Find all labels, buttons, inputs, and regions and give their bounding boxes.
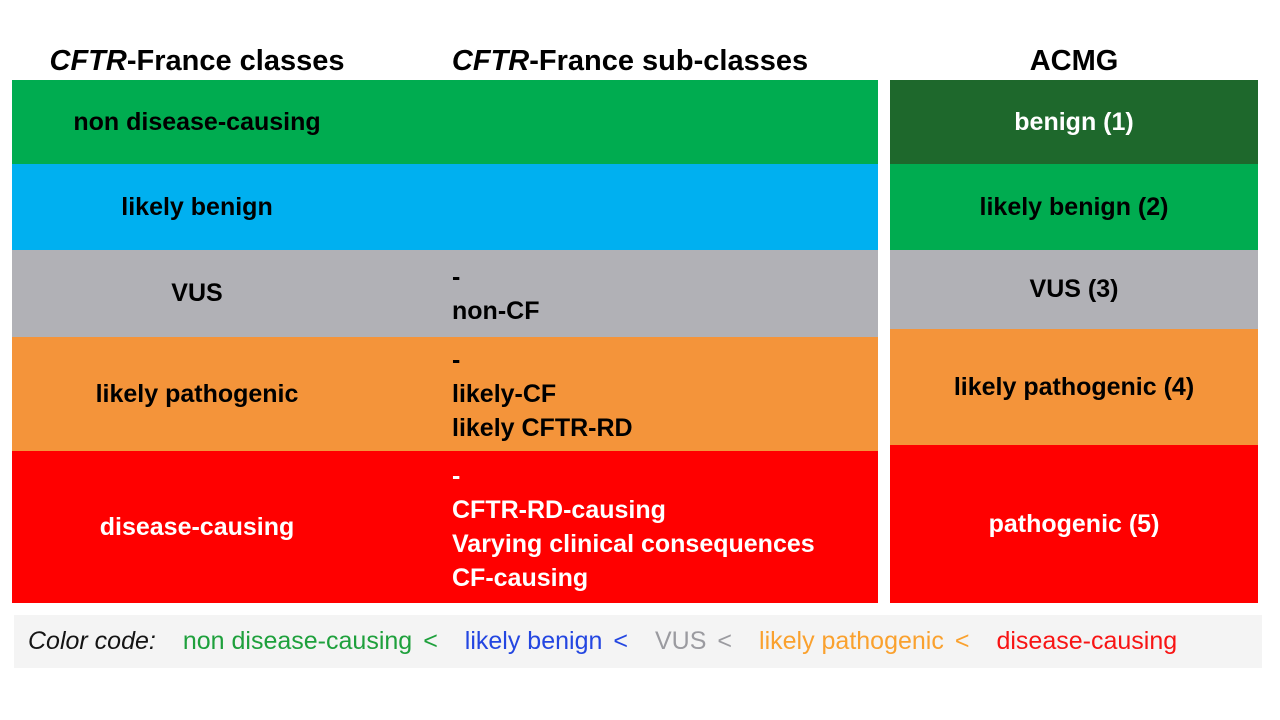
subclass-line: Varying clinical consequences [452, 530, 815, 558]
table-row-non-disease-causing: non disease-causing [12, 80, 878, 164]
legend-item-vus: VUS < [655, 627, 732, 656]
table-row-likely-benign: likely benign [12, 164, 878, 250]
legend-item-text: non disease-causing [182, 627, 413, 655]
subclass-line: CF-causing [452, 564, 589, 592]
table-row-likely-pathogenic: likely pathogenic - likely-CF likely CFT… [12, 337, 878, 451]
legend-item-text: VUS [655, 627, 707, 655]
subclass-cell: - likely-CF likely CFTR-RD [382, 337, 878, 451]
less-than-separator: < [423, 627, 438, 655]
legend-item-text: likely benign [464, 627, 603, 655]
subclass-cell [382, 164, 878, 250]
header-text: -France sub-classes [529, 44, 809, 77]
legend-item-non-disease-causing: non disease-causing < [183, 627, 438, 656]
cftr-france-table: non disease-causing likely benign VUS - … [12, 80, 878, 603]
column-header-cftr-france-classes: CFTR-France classes [12, 44, 382, 78]
legend-item-disease-causing: disease-causing [996, 627, 1177, 656]
subclass-line: non-CF [452, 296, 540, 325]
column-header-acmg: ACMG [1029, 44, 1119, 77]
subclass-line: CFTR-RD-causing [452, 496, 666, 524]
acmg-row-likely-benign: likely benign (2) [890, 164, 1258, 250]
acmg-row-pathogenic: pathogenic (5) [890, 445, 1258, 603]
acmg-row-benign: benign (1) [890, 80, 1258, 164]
legend-item-likely-pathogenic: likely pathogenic < [759, 627, 969, 656]
table-row-vus: VUS - non-CF [12, 250, 878, 337]
acmg-row-vus: VUS (3) [890, 250, 1258, 329]
legend-title: Color code: [28, 627, 156, 655]
less-than-separator: < [613, 627, 628, 655]
color-code-legend: Color code: non disease-causing < likely … [14, 615, 1262, 668]
less-than-separator: < [717, 627, 733, 655]
subclass-line: - [452, 262, 461, 291]
acmg-table: benign (1) likely benign (2) VUS (3) lik… [890, 80, 1258, 603]
less-than-separator: < [954, 627, 970, 655]
subclass-line: - [452, 346, 461, 374]
subclass-cell [382, 80, 878, 164]
column-header-cftr-france-sub-classes: CFTR-France sub-classes [382, 44, 878, 78]
class-label: disease-causing [99, 512, 295, 541]
legend-item-likely-benign: likely benign < [465, 627, 628, 656]
acmg-row-likely-pathogenic: likely pathogenic (4) [890, 329, 1258, 445]
subclass-cell: - non-CF [382, 250, 878, 337]
class-label: VUS [171, 279, 223, 307]
header-text: -France classes [126, 44, 345, 77]
subclass-cell: - CFTR-RD-causing Varying clinical conse… [382, 451, 878, 603]
class-label: likely pathogenic [95, 379, 299, 408]
table-row-disease-causing: disease-causing - CFTR-RD-causing Varyin… [12, 451, 878, 603]
class-label: non disease-causing [73, 107, 321, 136]
legend-item-text: likely pathogenic [759, 627, 944, 655]
gene-name-italic: CFTR [451, 44, 530, 77]
gene-name-italic: CFTR [49, 44, 127, 77]
legend-item-text: disease-causing [996, 627, 1178, 655]
subclass-line: likely-CF [452, 380, 557, 408]
class-label: likely benign [121, 192, 273, 221]
subclass-line: - [452, 462, 461, 490]
subclass-line: likely CFTR-RD [452, 414, 633, 442]
